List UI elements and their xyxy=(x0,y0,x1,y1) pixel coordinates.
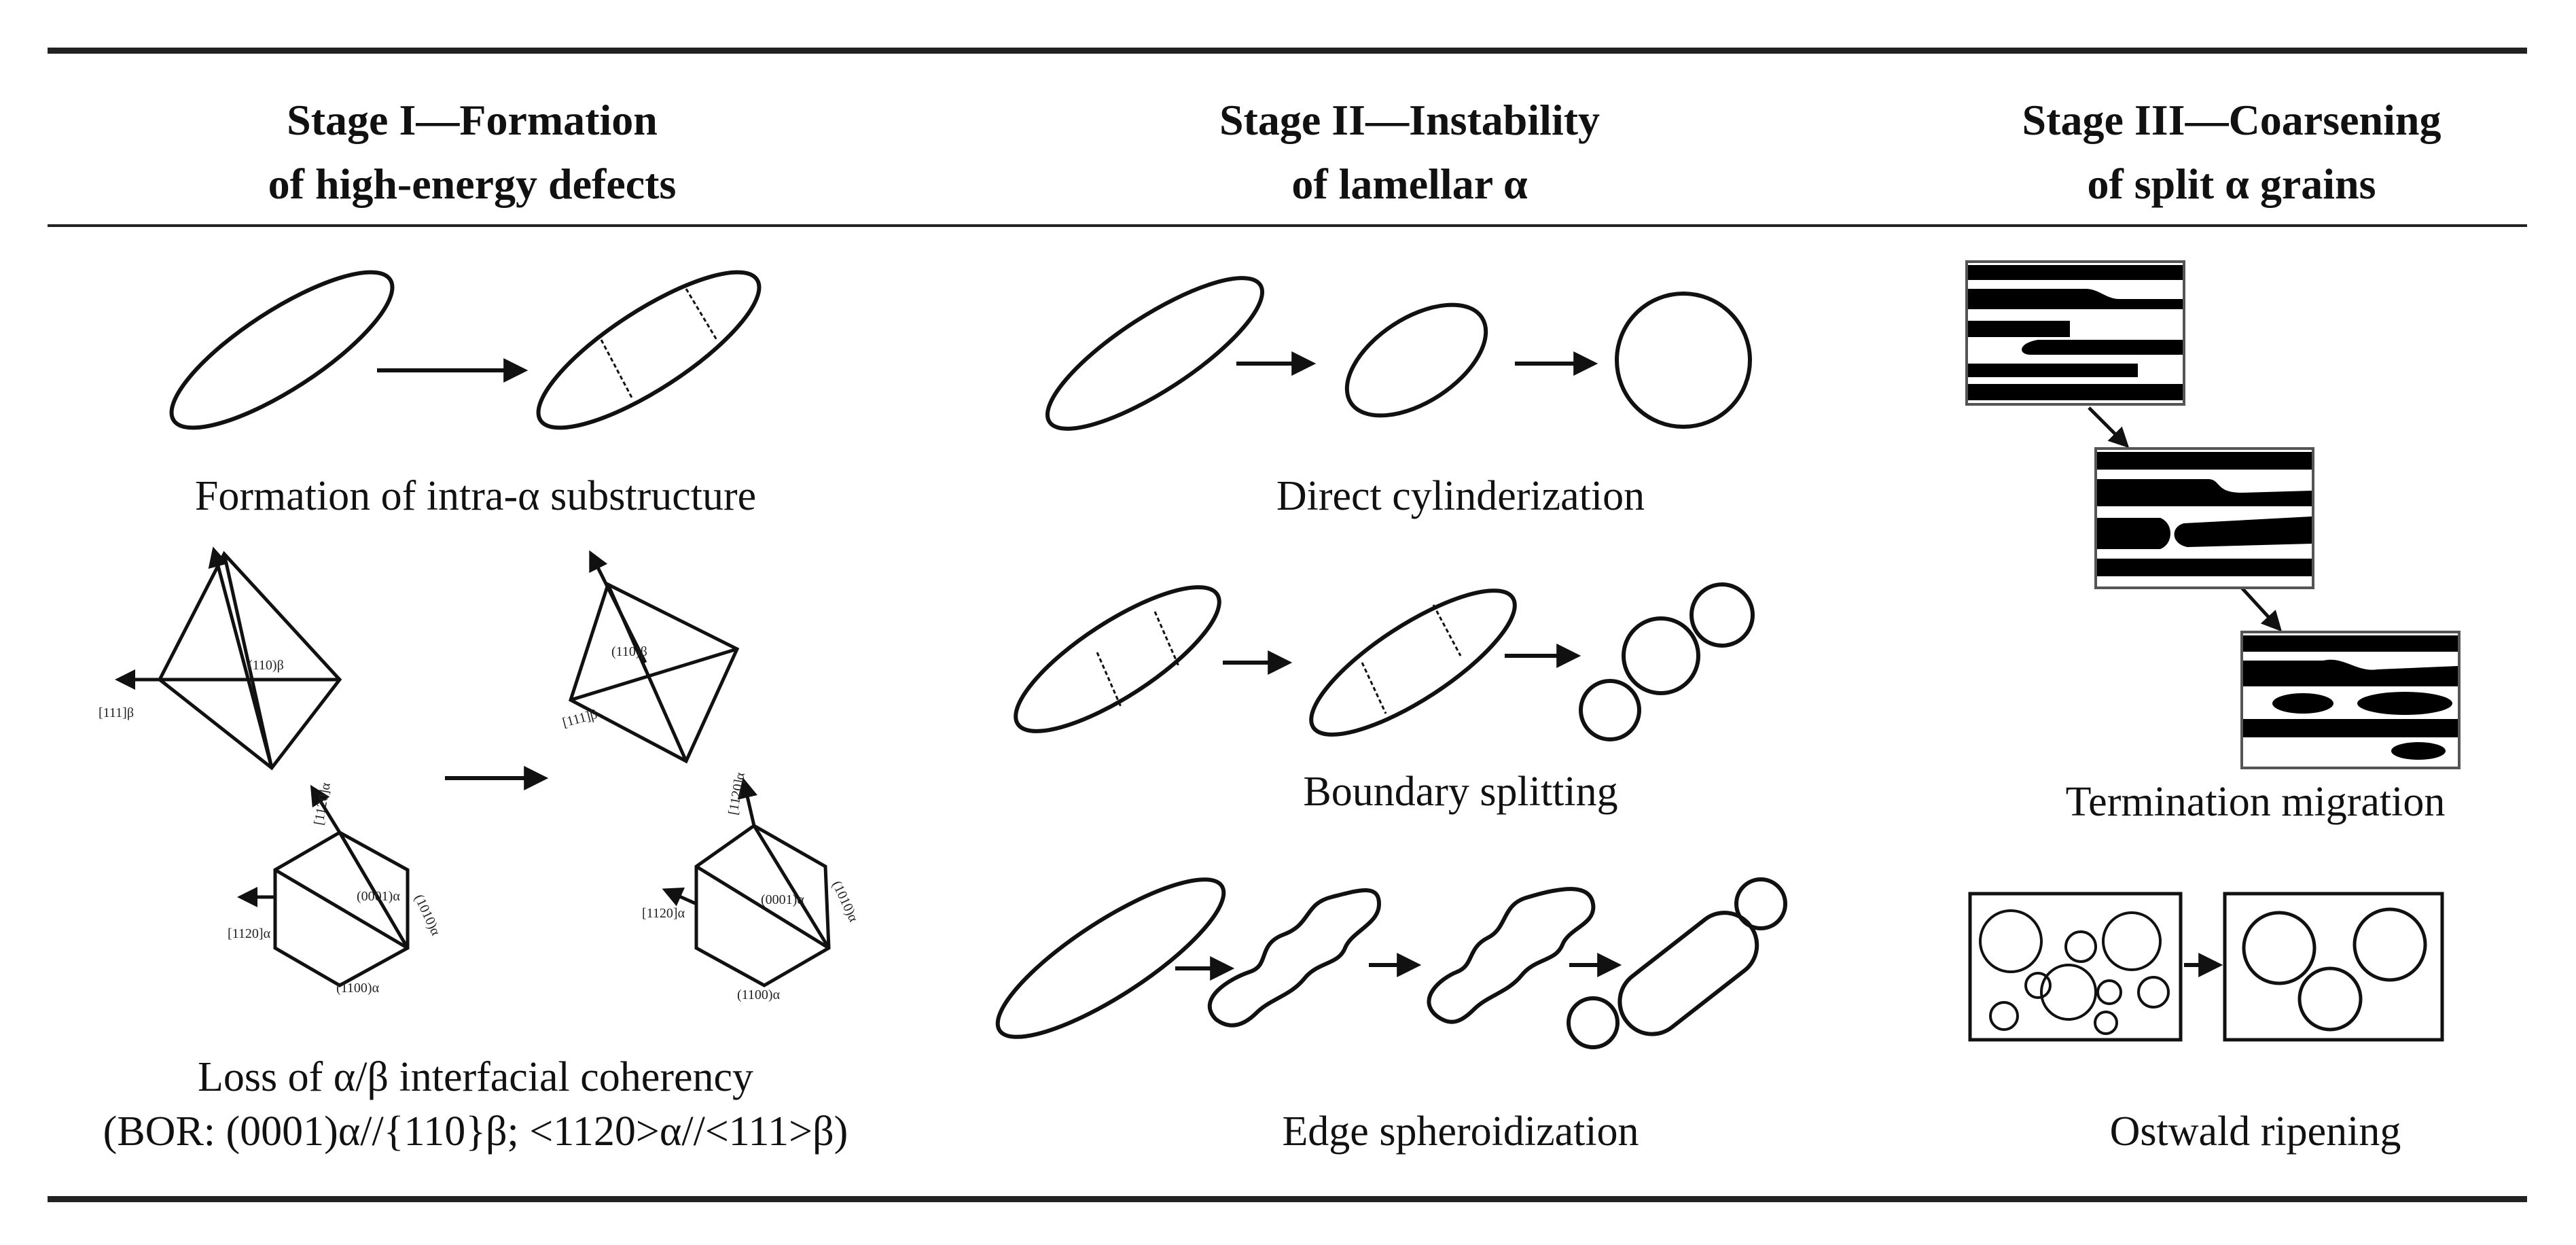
caption-ostwald-ripening: Ostwald ripening xyxy=(2109,1108,2401,1155)
substructure-boundary-1 xyxy=(600,339,633,398)
caption-bor: (BOR: (0001)α//{110}β; <1120>α//<111>β) xyxy=(103,1108,848,1155)
label-1120-alpha-right-top: [1120]α xyxy=(726,771,748,816)
microstructure-panel-2 xyxy=(2094,447,2314,589)
bcc-crystal-right xyxy=(568,550,740,764)
stage-2-heading: Stage II—Instability of lamellar α xyxy=(1060,88,1759,216)
caption-direct-cylinderization: Direct cylinderization xyxy=(1276,473,1645,519)
caption-loss-of-coherency: Loss of α/β interfacial coherency xyxy=(197,1054,754,1100)
migration-arrow-1 xyxy=(2088,406,2130,449)
caption-edge-spheroidization: Edge spheroidization xyxy=(1282,1108,1639,1155)
stage-3-heading: Stage III—Coarsening of split α grains xyxy=(1882,88,2576,216)
stage-1-heading-line1: Stage I—Formation xyxy=(287,96,658,144)
split-boundary-3 xyxy=(1361,662,1387,714)
top-rule xyxy=(48,48,2527,54)
stage-3-heading-line2: of split α grains xyxy=(2087,160,2376,208)
ostwald-box-before xyxy=(1968,892,2183,1042)
label-1010-alpha: (1010)α xyxy=(411,892,443,939)
stage-1-heading-line2: of high-energy defects xyxy=(268,160,677,208)
bottom-rule xyxy=(48,1196,2527,1202)
stage-3-heading-line1: Stage III—Coarsening xyxy=(2022,96,2441,144)
cyl-lamella-long xyxy=(1045,276,1265,431)
edge-lamella xyxy=(995,877,1226,1039)
edge-particle-upper xyxy=(1734,877,1787,930)
split-lamella-2 xyxy=(1309,589,1517,737)
header-rule xyxy=(48,224,2527,227)
edge-wavy-lamella-2 xyxy=(1427,887,1596,1024)
stage-2-heading-line2: of lamellar α xyxy=(1291,160,1528,208)
label-1120-alpha: [1120]α xyxy=(228,926,271,941)
caption-boundary-splitting: Boundary splitting xyxy=(1303,769,1618,815)
lamella-before xyxy=(169,270,395,430)
label-1100-alpha-right: (1100)α xyxy=(737,987,781,1002)
stage-1-heading: Stage I—Formation of high-energy defects xyxy=(122,88,822,216)
hcp-crystal-right xyxy=(662,777,831,987)
caption-termination-migration: Termination migration xyxy=(2065,779,2446,825)
split-lamella-1 xyxy=(1014,585,1221,733)
stage-2-heading-line1: Stage II—Instability xyxy=(1219,96,1600,144)
ostwald-box-after xyxy=(2223,892,2444,1042)
edge-particle-lower xyxy=(1567,996,1620,1049)
lamella-with-substructure xyxy=(536,270,762,430)
ostwald-particles-before xyxy=(1979,909,2170,1035)
caption-intra-alpha-substructure: Formation of intra-α substructure xyxy=(194,473,757,519)
split-boundary-2 xyxy=(1153,611,1180,667)
ostwald-particles-after xyxy=(2242,907,2427,1032)
microstructure-panel-3 xyxy=(2240,631,2461,769)
label-0001-alpha: (0001)α xyxy=(357,889,400,904)
split-boundary-1 xyxy=(1096,652,1122,707)
label-0001-alpha-right: (0001)α xyxy=(761,892,804,907)
label-111-beta-right: [111]β xyxy=(561,707,599,731)
split-boundary-4 xyxy=(1432,604,1462,656)
substructure-boundary-2 xyxy=(685,288,718,340)
edge-wavy-lamella-1 xyxy=(1207,888,1382,1028)
label-1120-alpha-right: [1120]α xyxy=(642,906,685,921)
label-111-beta: [111]β xyxy=(99,705,134,720)
split-particle-2 xyxy=(1622,616,1700,695)
cyl-cylinder xyxy=(1615,292,1752,429)
hcp-crystal-left xyxy=(237,784,410,987)
cyl-lamella-short xyxy=(1344,302,1488,418)
label-110-beta: (110)β xyxy=(248,658,284,673)
migration-arrow-2 xyxy=(2240,586,2283,632)
bcc-crystal-left xyxy=(115,546,342,771)
label-110-beta-right: (110)β xyxy=(611,644,647,659)
split-particle-1 xyxy=(1579,679,1641,741)
label-1010-alpha-right: (1010)α xyxy=(829,879,861,925)
split-particle-3 xyxy=(1689,582,1755,648)
microstructure-panel-1 xyxy=(1965,260,2185,406)
label-1100-alpha: (1100)α xyxy=(336,981,380,996)
